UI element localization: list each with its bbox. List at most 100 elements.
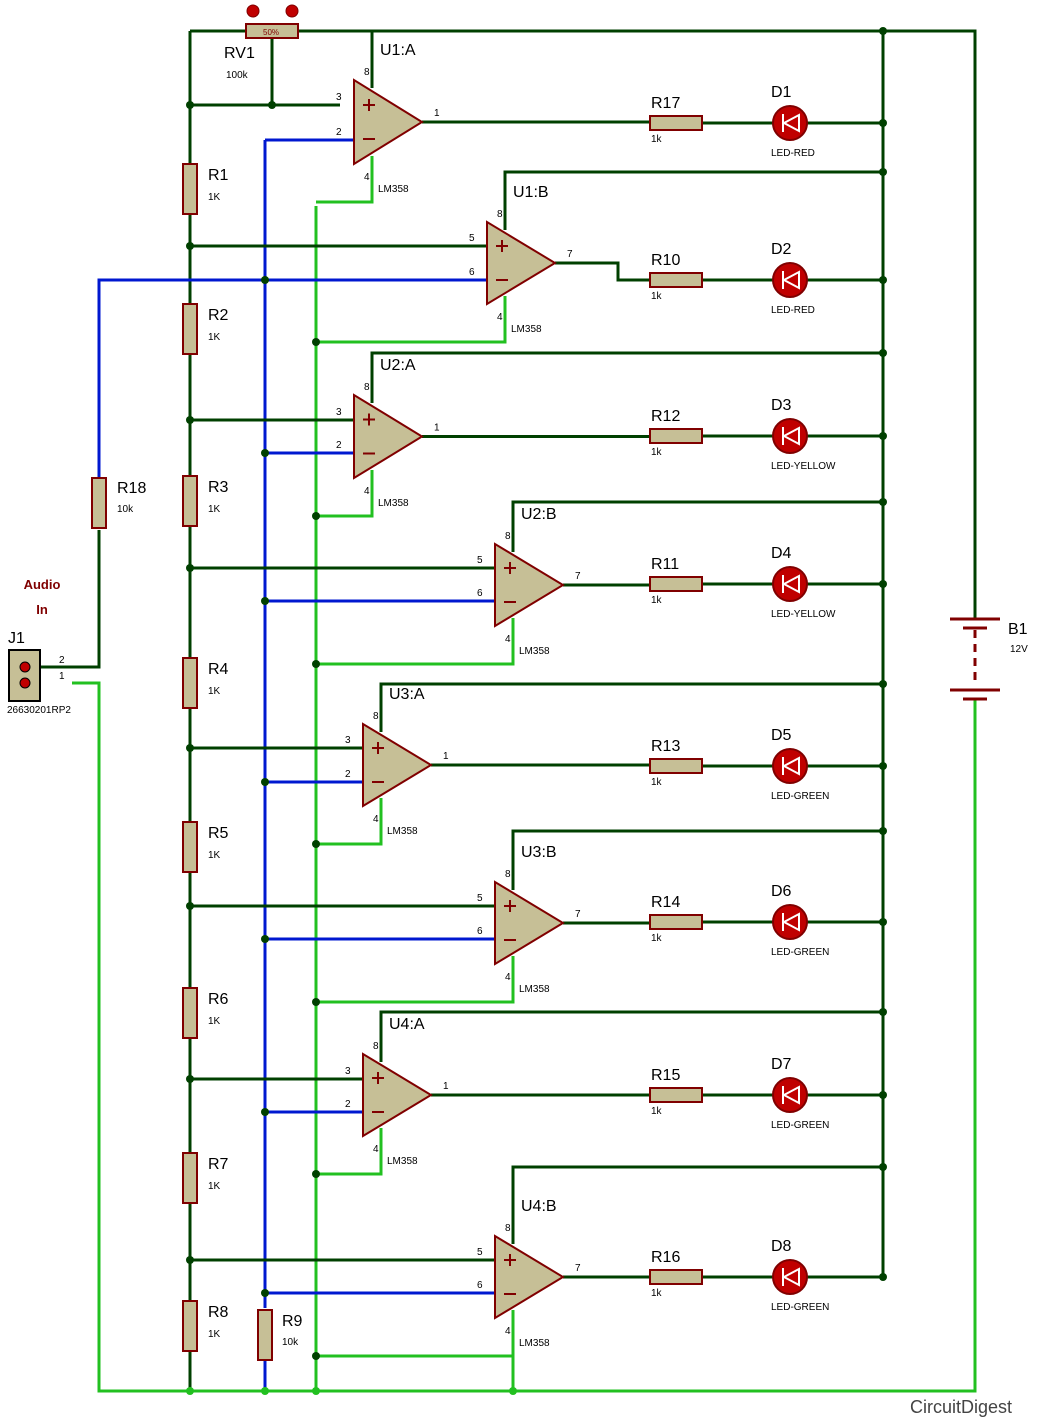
ladder-ref-r3: R3 (208, 479, 229, 496)
pin-g: 4 (497, 312, 503, 323)
pin-out: 7 (575, 571, 581, 582)
junction-dot (879, 762, 887, 770)
led-ref-d6: D6 (771, 883, 792, 900)
ladder-value-r1: 1K (208, 192, 221, 203)
opamp-u4-b (494, 1234, 565, 1320)
jack-body (8, 649, 41, 702)
ladder-value-r2: 1K (208, 332, 221, 343)
junction-dot (186, 564, 194, 572)
junction-dot (186, 1256, 194, 1264)
pin-v: 8 (497, 209, 503, 220)
series-resistor-r12 (649, 428, 703, 444)
led-d1 (772, 105, 808, 141)
led-d6 (772, 904, 808, 940)
led-type-d6: LED-GREEN (771, 947, 829, 958)
vcc-branch (503, 170, 883, 230)
ladder-resistor-r4 (182, 657, 198, 709)
opamp-output (555, 261, 650, 282)
junction-dot (312, 1170, 320, 1178)
pin-out: 1 (434, 108, 440, 119)
res-ref-r17: R17 (651, 95, 680, 112)
res-val-r16: 1k (651, 1288, 663, 1299)
unit-u1-a: U1:A (380, 42, 416, 59)
pin-plus: 3 (345, 1066, 351, 1077)
pin-out: 7 (575, 909, 581, 920)
pin-out: 7 (575, 1263, 581, 1274)
junction-dot (312, 338, 320, 346)
opamp-output (422, 435, 652, 438)
opamp-u4-a (362, 1052, 433, 1138)
pin-plus: 3 (336, 407, 342, 418)
pin-g: 4 (373, 1144, 379, 1155)
junction-dot (261, 597, 269, 605)
unit-u2-b: U2:B (521, 506, 557, 523)
ladder-resistor-r7 (182, 1152, 198, 1204)
ladder-ref-r4: R4 (208, 661, 229, 678)
pin-g: 4 (364, 172, 370, 183)
vcc-branch (511, 500, 883, 552)
junction-dot (312, 512, 320, 520)
jack-pin-bottom-dot (19, 677, 31, 689)
opamp-u2-a (353, 393, 424, 480)
pin-minus: 2 (345, 769, 351, 780)
junction-dot (879, 119, 887, 127)
pin-v: 8 (505, 1223, 511, 1234)
pin-minus: 2 (345, 1099, 351, 1110)
jack-to-r18 (40, 530, 101, 669)
part-u1-b: LM358 (511, 324, 542, 335)
opamp-u1-a (353, 78, 424, 166)
audio-label-line2: In (36, 602, 48, 617)
junction-dot (312, 998, 320, 1006)
led-type-d3: LED-YELLOW (771, 461, 836, 472)
battery-ref: B1 (1008, 621, 1028, 638)
unit-u3-a: U3:A (389, 686, 425, 703)
opamp-output (563, 583, 652, 587)
led-d8 (772, 1259, 808, 1295)
part-u3-b: LM358 (519, 984, 550, 995)
part-u3-a: LM358 (387, 826, 418, 837)
led-type-d5: LED-GREEN (771, 791, 829, 802)
led-d5 (772, 748, 808, 784)
led-type-d7: LED-GREEN (771, 1120, 829, 1131)
r18-body (91, 477, 107, 529)
opamp-output (422, 120, 652, 124)
gnd-branch (316, 296, 507, 344)
gnd-branch (316, 956, 515, 1004)
ladder-ref-r1: R1 (208, 167, 229, 184)
part-u4-b: LM358 (519, 1338, 550, 1349)
rv1-body (245, 23, 299, 39)
res-ref-r13: R13 (651, 738, 680, 755)
gnd-branch (316, 1128, 383, 1176)
pin-plus: 3 (336, 92, 342, 103)
res-val-r10: 1k (651, 291, 663, 302)
junction-dot (312, 660, 320, 668)
ladder-resistor-r8 (182, 1300, 198, 1352)
ladder-resistor-r3 (182, 475, 198, 527)
rv1-knob-right (285, 4, 299, 18)
junction-dot (879, 580, 887, 588)
pin-out: 1 (443, 751, 449, 762)
series-resistor-r16 (649, 1269, 703, 1285)
res-ref-r12: R12 (651, 408, 680, 425)
junction-dot (186, 242, 194, 250)
junction-dot (186, 416, 194, 424)
junction-dot (186, 101, 194, 109)
res-ref-r14: R14 (651, 894, 680, 911)
res-ref-r15: R15 (651, 1067, 680, 1084)
ladder-ref-r5: R5 (208, 825, 229, 842)
part-u2-a: LM358 (378, 498, 409, 509)
junction-dot (879, 168, 887, 176)
battery-value: 12V (1010, 644, 1028, 655)
ground-loop (72, 681, 977, 1393)
res-ref-r11: R11 (651, 556, 679, 573)
led-d3 (772, 418, 808, 454)
pin-g: 4 (505, 972, 511, 983)
vcc-branch (511, 1165, 883, 1244)
vcc-branch (511, 829, 883, 890)
pin-g: 4 (373, 814, 379, 825)
pin-out: 1 (434, 423, 440, 434)
series-resistor-r10 (649, 272, 703, 288)
jack-part: 26630201RP2 (7, 705, 71, 716)
res-val-r14: 1k (651, 933, 663, 944)
junction-dot (879, 498, 887, 506)
